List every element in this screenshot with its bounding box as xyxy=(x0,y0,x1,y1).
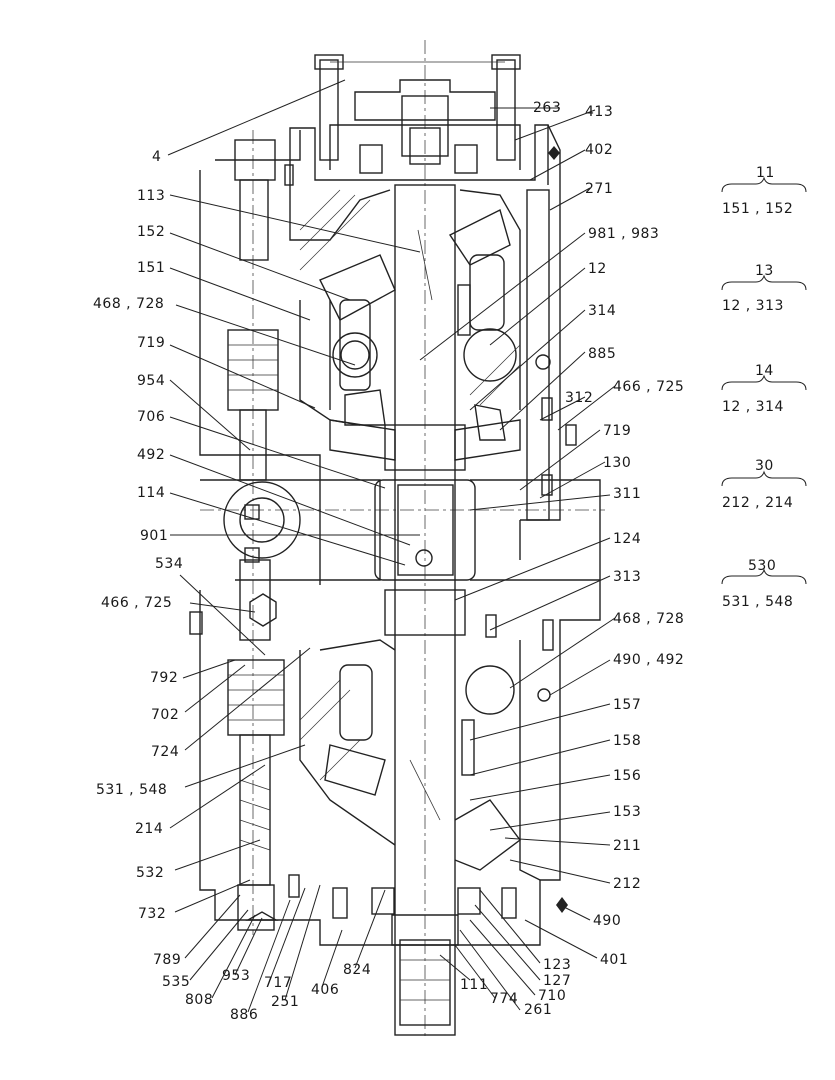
left-adjusting-screw xyxy=(227,139,285,931)
label-808: 808 xyxy=(185,992,213,1008)
group-id: 13 xyxy=(755,263,774,279)
label-402: 402 xyxy=(585,142,613,158)
label-211: 211 xyxy=(613,838,641,854)
group-11: 11 151 , 152 xyxy=(721,165,807,217)
labels-left: 4 113 152 151 468 , 728 719 954 706 492 … xyxy=(93,149,371,1023)
label-706: 706 xyxy=(137,409,165,425)
group-members: 212 , 214 xyxy=(722,495,793,511)
top-bolt-left xyxy=(314,54,344,161)
label-885: 885 xyxy=(588,346,616,362)
label-531-548: 531 , 548 xyxy=(96,782,167,798)
group-members: 12 , 314 xyxy=(722,399,784,415)
label-157: 157 xyxy=(613,697,641,713)
label-981-983: 981 , 983 xyxy=(588,226,659,242)
label-468-728-upper: 468 , 728 xyxy=(93,296,164,312)
upper-right-piston xyxy=(448,208,551,441)
label-492: 492 xyxy=(137,447,165,463)
group-id: 530 xyxy=(748,558,776,574)
lower-piston xyxy=(324,614,568,913)
label-466-725-left: 466 , 725 xyxy=(101,595,172,611)
label-401: 401 xyxy=(600,952,628,968)
group-id: 30 xyxy=(755,458,774,474)
group-members: 151 , 152 xyxy=(722,201,793,217)
label-710: 710 xyxy=(538,988,566,1004)
label-313: 313 xyxy=(613,569,641,585)
label-151: 151 xyxy=(137,260,165,276)
label-468-728-lower: 468 , 728 xyxy=(613,611,684,627)
label-824: 824 xyxy=(343,962,371,978)
label-312: 312 xyxy=(565,390,593,406)
label-127: 127 xyxy=(543,973,571,989)
label-732: 732 xyxy=(138,906,166,922)
label-490: 490 xyxy=(593,913,621,929)
label-789: 789 xyxy=(153,952,181,968)
label-901: 901 xyxy=(140,528,168,544)
label-251: 251 xyxy=(271,994,299,1010)
label-152: 152 xyxy=(137,224,165,240)
top-cover xyxy=(329,79,521,174)
upper-housing xyxy=(199,124,561,521)
label-702: 702 xyxy=(151,707,179,723)
label-311: 311 xyxy=(613,486,641,502)
group-id: 11 xyxy=(756,165,775,181)
group-legend: 11 151 , 152 13 12 , 313 14 12 , 314 30 … xyxy=(721,165,807,610)
upper-swash-plate xyxy=(299,189,521,461)
lower-housing xyxy=(199,580,601,946)
label-263: 263 xyxy=(533,100,561,116)
label-156: 156 xyxy=(613,768,641,784)
label-114: 114 xyxy=(137,485,165,501)
label-534: 534 xyxy=(155,556,183,572)
label-124: 124 xyxy=(613,531,641,547)
label-406: 406 xyxy=(311,982,339,998)
label-413: 413 xyxy=(585,104,613,120)
label-12: 12 xyxy=(588,261,607,277)
label-717: 717 xyxy=(264,975,292,991)
label-113: 113 xyxy=(137,188,165,204)
label-719-right: 719 xyxy=(603,423,631,439)
labels-right: 263 413 402 271 981 , 983 12 314 885 466… xyxy=(460,100,684,1018)
group-13: 13 12 , 313 xyxy=(721,263,807,314)
label-953: 953 xyxy=(222,968,250,984)
main-shaft xyxy=(374,184,476,1036)
label-719-left: 719 xyxy=(137,335,165,351)
upper-piston-shoe xyxy=(319,254,396,426)
label-158: 158 xyxy=(613,733,641,749)
label-792: 792 xyxy=(150,670,178,686)
label-271: 271 xyxy=(585,181,613,197)
label-774: 774 xyxy=(490,991,518,1007)
leader-lines xyxy=(167,79,616,1013)
label-535: 535 xyxy=(162,974,190,990)
label-123: 123 xyxy=(543,957,571,973)
label-724: 724 xyxy=(151,744,179,760)
label-954: 954 xyxy=(137,373,165,389)
label-466-725-right: 466 , 725 xyxy=(613,379,684,395)
group-530: 530 531 , 548 xyxy=(721,558,807,610)
group-members: 531 , 548 xyxy=(722,594,793,610)
pump-assembly xyxy=(189,40,605,1040)
small-fasteners xyxy=(189,146,577,898)
label-4: 4 xyxy=(152,149,161,165)
label-314: 314 xyxy=(588,303,616,319)
label-490-492: 490 , 492 xyxy=(613,652,684,668)
label-214: 214 xyxy=(135,821,163,837)
label-153: 153 xyxy=(613,804,641,820)
label-886: 886 xyxy=(230,1007,258,1023)
group-30: 30 212 , 214 xyxy=(721,458,807,511)
label-212: 212 xyxy=(613,876,641,892)
group-members: 12 , 313 xyxy=(722,298,784,314)
group-14: 14 12 , 314 xyxy=(721,363,807,415)
middle-plate xyxy=(200,479,601,585)
group-id: 14 xyxy=(755,363,774,379)
label-261: 261 xyxy=(524,1002,552,1018)
label-111: 111 xyxy=(460,977,488,993)
label-130: 130 xyxy=(603,455,631,471)
label-532: 532 xyxy=(136,865,164,881)
